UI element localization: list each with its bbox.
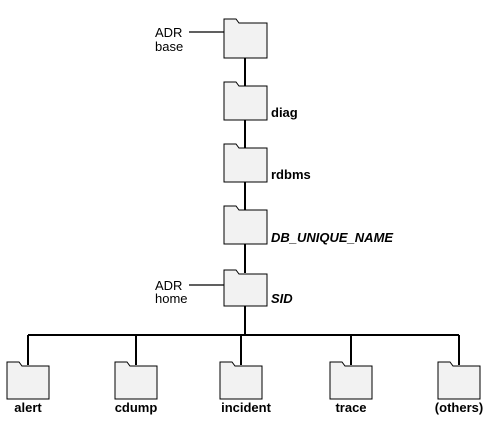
folder-icon — [6, 361, 50, 400]
folder-label-diag: diag — [271, 105, 298, 120]
folder-trace: trace — [329, 361, 373, 415]
folder-label-trace: trace — [335, 400, 366, 415]
folder-incident: incident — [219, 361, 272, 415]
folder-label-others: (others) — [435, 400, 483, 415]
folder-icon — [114, 361, 158, 400]
folder-icon — [219, 361, 263, 400]
folder-icon — [223, 143, 268, 183]
folder-sid: SID — [223, 269, 293, 307]
folder-others: (others) — [435, 361, 483, 415]
folder-icon — [437, 361, 481, 400]
adr-home-label-line2: home — [155, 291, 188, 306]
folder-label-incident: incident — [221, 400, 272, 415]
folder-icon — [329, 361, 373, 400]
folder-adr-base — [223, 18, 268, 59]
folder-label-db-unique-name: DB_UNIQUE_NAME — [271, 230, 393, 245]
adr-base-annotation: ADR base — [155, 25, 183, 54]
folder-icon — [223, 81, 268, 121]
adr-base-label-line1: ADR — [155, 25, 182, 40]
folder-label-cdump: cdump — [115, 400, 158, 415]
folder-db-unique-name: DB_UNIQUE_NAME — [223, 205, 393, 245]
folder-label-sid: SID — [271, 291, 293, 306]
folder-icon — [223, 205, 268, 245]
adr-base-label-line2: base — [155, 39, 183, 54]
folder-cdump: cdump — [114, 361, 158, 415]
folder-label-alert: alert — [14, 400, 42, 415]
connector-lines — [27, 31, 460, 365]
folder-icon — [223, 18, 268, 59]
folder-label-rdbms: rdbms — [271, 167, 311, 182]
folder-diag: diag — [223, 81, 298, 121]
folder-icon — [223, 269, 268, 307]
folder-rdbms: rdbms — [223, 143, 311, 183]
adr-home-label-line1: ADR — [155, 278, 182, 293]
folder-alert: alert — [6, 361, 50, 415]
adr-home-annotation: ADR home — [155, 278, 188, 306]
